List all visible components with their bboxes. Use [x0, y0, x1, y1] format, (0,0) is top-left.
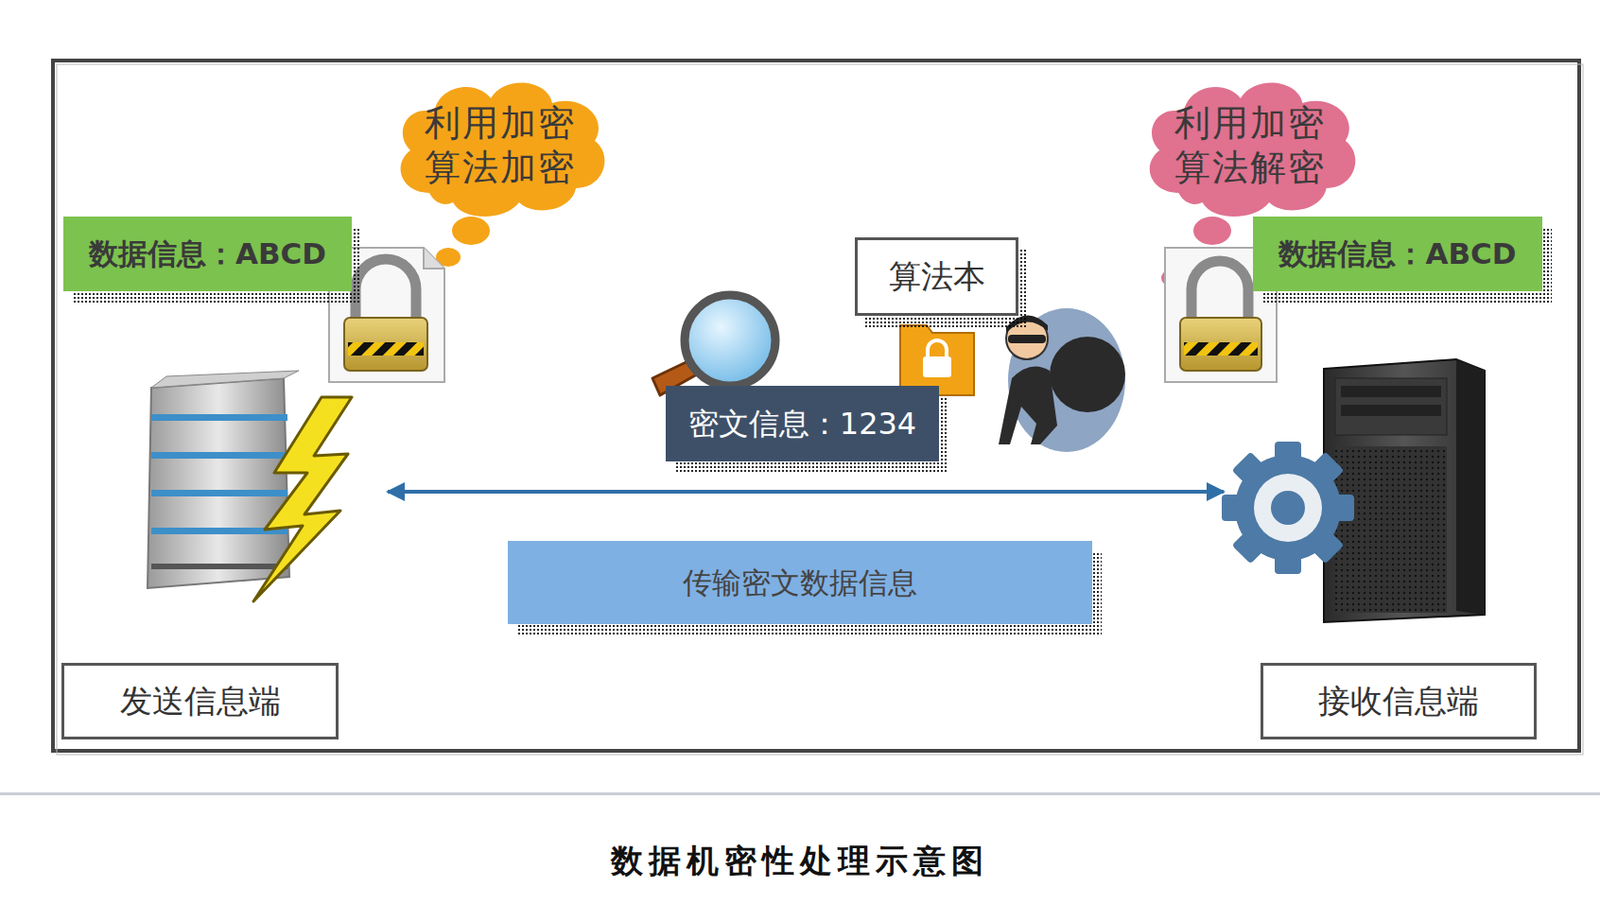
box-text: 利用加密 算法解密: [1168, 101, 1332, 192]
cipher-box: 密文信息：1234: [665, 385, 940, 462]
cloud-outline: [400, 83, 606, 217]
box-text: 利用加密 算法加密: [418, 101, 582, 192]
cloud-shape: [382, 69, 619, 222]
thief-figure: [998, 308, 1126, 453]
thought-cloud: 利用加密 算法解密: [1130, 69, 1370, 222]
tower-server: [1323, 359, 1485, 623]
separator-line: [0, 792, 1600, 796]
gear-icon: [1221, 441, 1355, 574]
lock-folder-icon: [900, 325, 974, 396]
data-box: 数据信息：ABCD: [63, 216, 352, 292]
transmission-band: 传输密文数据信息: [507, 540, 1093, 625]
magnifier-icon: [652, 295, 776, 396]
cloud-outline: [1149, 83, 1357, 217]
box-text: 算法本: [888, 256, 986, 297]
thought-cloud: 利用加密 算法加密: [382, 69, 619, 222]
figure-caption: 数据机密性处理示意图: [0, 839, 1600, 884]
endpoint-label: 发送信息端: [61, 662, 339, 740]
frame: [52, 60, 1580, 751]
lightning-icon: [253, 397, 352, 602]
box-text: 数据信息：ABCD: [88, 235, 327, 273]
box-text: 发送信息端: [120, 680, 281, 722]
box-text: 接收信息端: [1318, 680, 1479, 722]
data-box: 数据信息：ABCD: [1252, 216, 1543, 292]
transmission-arrow: [387, 489, 1224, 494]
frame-shadow: [56, 64, 1583, 755]
box-text: 数据信息：ABCD: [1278, 235, 1516, 273]
box-text: 密文信息：1234: [688, 404, 917, 443]
endpoint-label: 接收信息端: [1260, 662, 1537, 740]
server-icon: [147, 370, 299, 589]
label-box: 算法本: [854, 237, 1019, 316]
box-text: 传输密文数据信息: [682, 564, 918, 602]
cloud-shape: [1130, 69, 1370, 222]
